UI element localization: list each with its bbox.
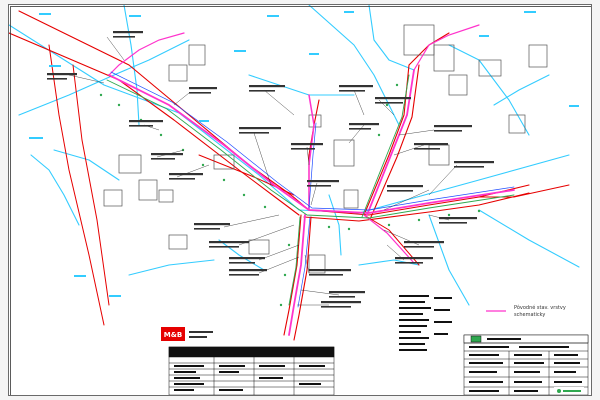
legend-label-line-2: schematicky <box>514 312 545 318</box>
legend: Pôvodné stav. vrstvy schematicky <box>486 304 566 318</box>
reference-marks <box>29 11 579 297</box>
corner-logo <box>557 389 581 393</box>
drawing-frame: Pôvodné stav. vrstvy schematicky M&B <box>8 4 592 396</box>
stamp-logo <box>161 327 185 341</box>
legend-label-line-1: Pôvodné stav. vrstvy <box>514 304 566 311</box>
base-map-linework <box>9 5 580 341</box>
buildings <box>103 24 548 274</box>
stamp-text: M&B <box>164 331 182 339</box>
company-stamp: M&B <box>161 327 213 341</box>
sheet-border <box>10 6 591 395</box>
title-block-main <box>168 346 335 395</box>
point-markers <box>99 83 481 307</box>
callout-text-blocks <box>47 31 494 308</box>
title-block-right <box>463 334 589 395</box>
notes-column <box>399 295 452 351</box>
cad-drawing[interactable]: Pôvodné stav. vrstvy schematicky M&B <box>9 5 592 396</box>
company-logo-mark <box>470 335 482 343</box>
